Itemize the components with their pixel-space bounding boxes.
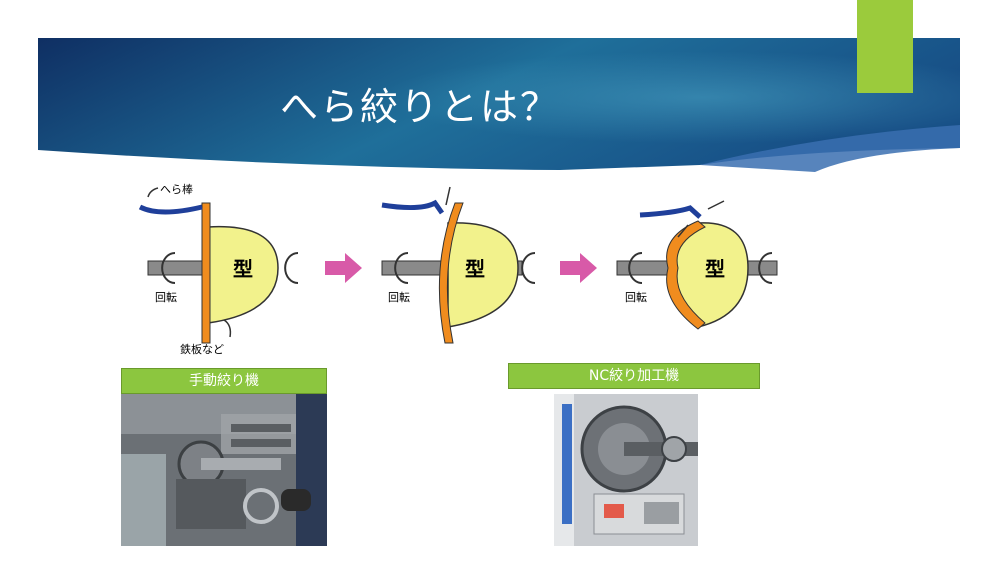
label-mold: 型 [465, 257, 485, 281]
direction-arrow-icon [677, 224, 689, 238]
rotation-arrow-icon [628, 252, 643, 284]
rotation-arrow-icon [521, 252, 536, 284]
nc-machine-illustration [554, 394, 698, 546]
accent-tab [857, 0, 913, 93]
rotation-arrow-icon [394, 252, 409, 284]
plate-bending [438, 202, 464, 344]
label-tool: へら棒 [160, 182, 193, 196]
title-banner: へら絞りとは？ [0, 0, 1000, 180]
spatula-tool [381, 199, 445, 215]
caption-manual-spinning-machine: 手動絞り機 [121, 368, 327, 394]
spinning-process-diagram: へら棒 型 回転 鉄板など 型 回転 [120, 175, 800, 356]
label-plate: 鉄板など [180, 342, 224, 355]
label-mold: 型 [233, 257, 253, 281]
banner-graphic [38, 38, 960, 172]
pointer-arrow-icon [147, 187, 159, 198]
process-arrow-icon [325, 253, 362, 283]
direction-arrow-icon [707, 200, 725, 210]
manual-machine-illustration [121, 394, 327, 546]
direction-arrow-icon [445, 186, 451, 206]
stage-3: 型 回転 [616, 200, 778, 330]
rotation-arrow-icon [161, 252, 176, 284]
label-rotation: 回転 [625, 291, 647, 304]
stage-2: 型 回転 [381, 186, 536, 344]
mold-shape [447, 222, 519, 328]
mold-shape [207, 225, 279, 324]
label-rotation: 回転 [388, 291, 410, 304]
process-arrow-icon [560, 253, 597, 283]
plate-flat [201, 202, 211, 344]
photo-manual-spinning-machine [121, 394, 327, 546]
plate-formed [666, 220, 706, 330]
label-mold: 型 [705, 257, 725, 281]
spatula-tool [138, 204, 203, 215]
process-diagram-svg: へら棒 型 回転 鉄板など 型 回転 [138, 182, 778, 356]
rotation-arrow-icon [284, 252, 299, 284]
spatula-tool [639, 205, 702, 219]
photo-nc-spinning-machine [554, 394, 698, 546]
label-rotation: 回転 [155, 291, 177, 304]
rotation-arrow-icon [758, 252, 773, 284]
stage-1: へら棒 型 回転 鉄板など [138, 182, 299, 356]
caption-nc-spinning-machine: NC絞り加工機 [508, 363, 760, 389]
pointer-arrow-icon [223, 319, 232, 338]
slide-title: へら絞りとは？ [280, 85, 561, 129]
